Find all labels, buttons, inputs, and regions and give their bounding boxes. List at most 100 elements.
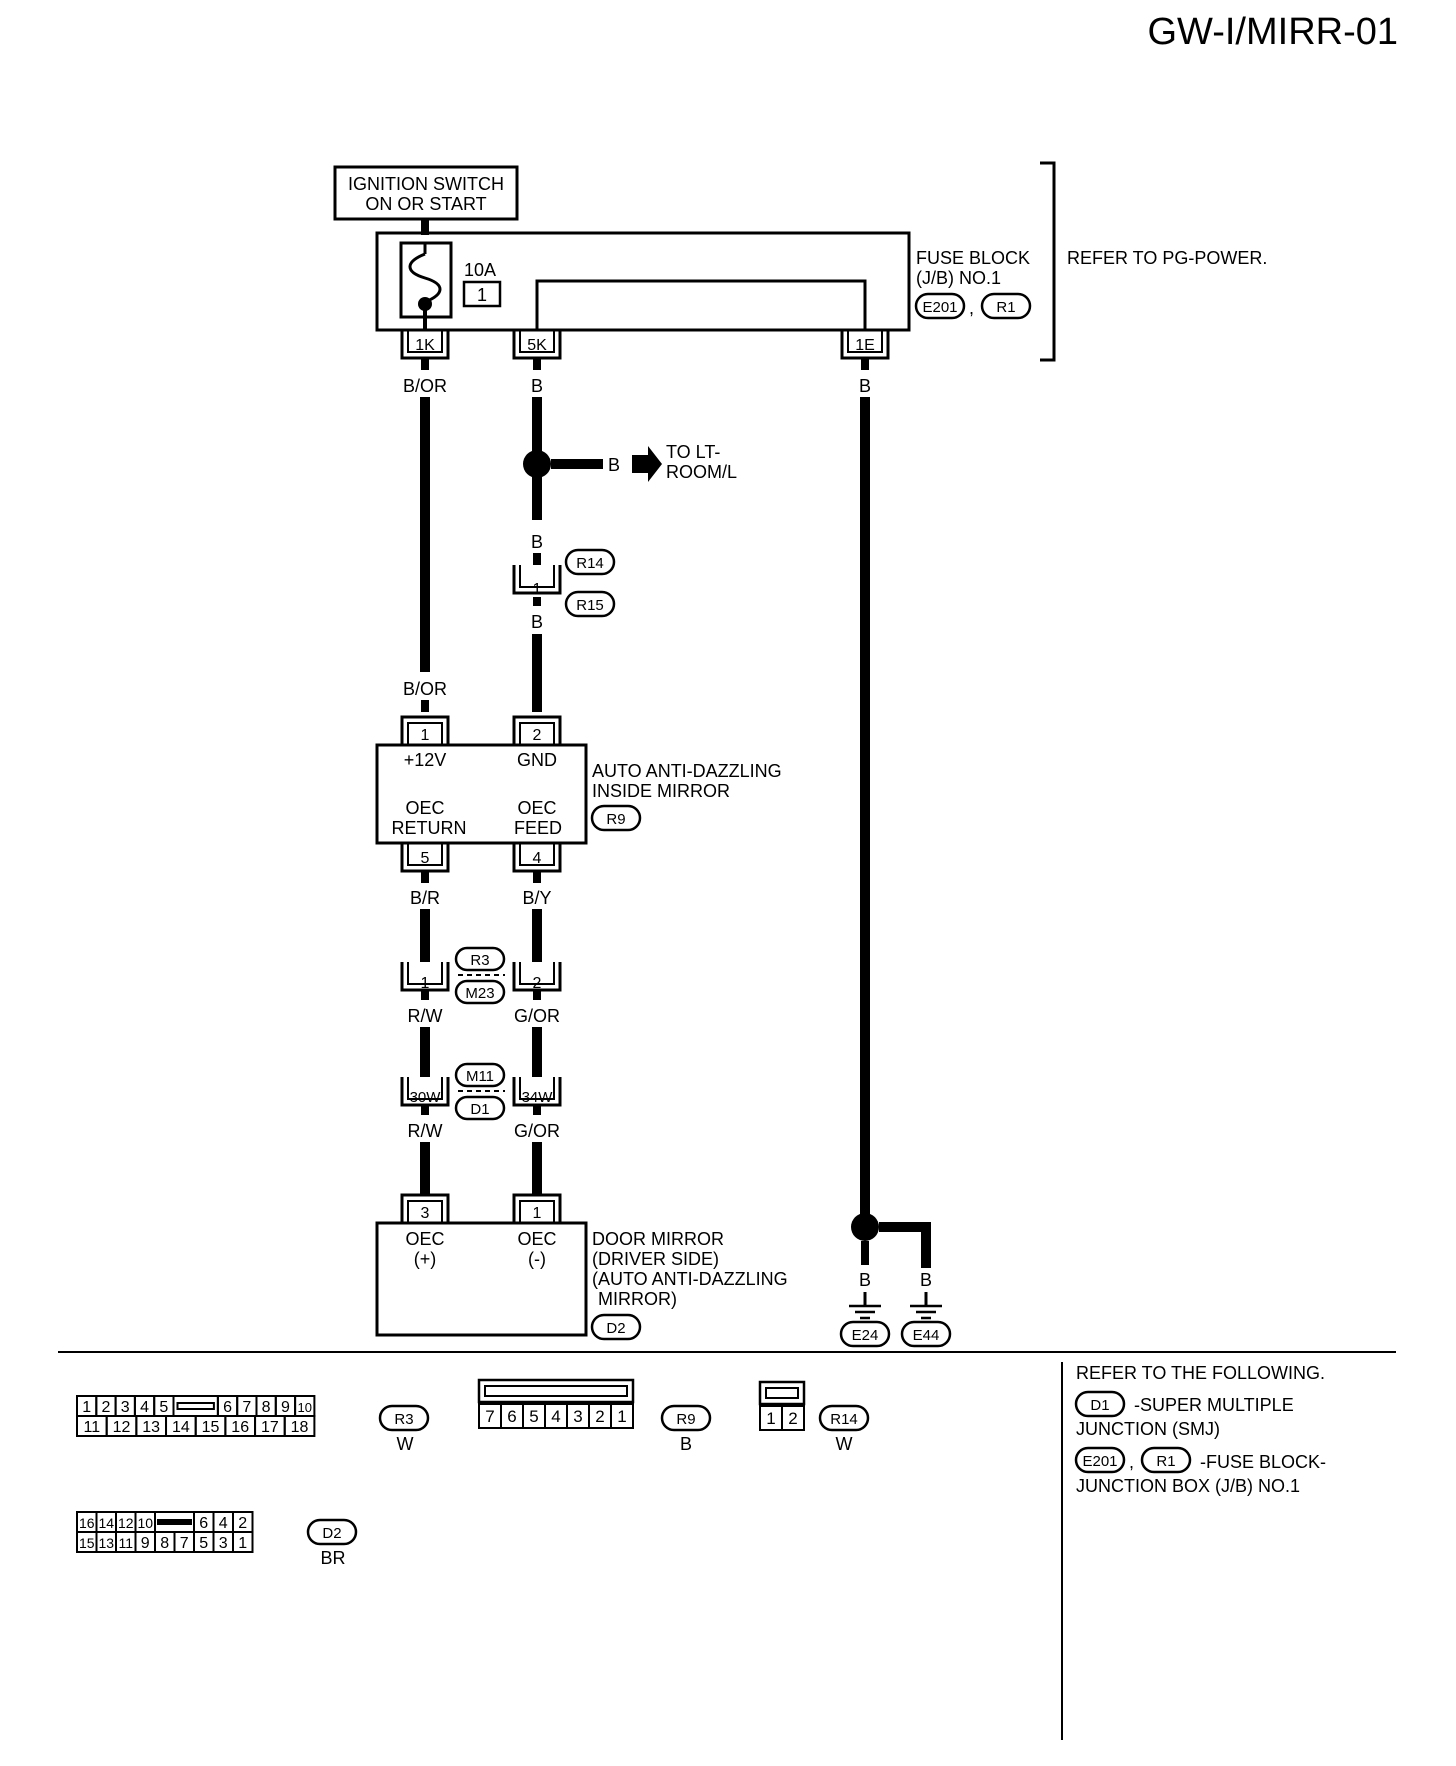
pin-1k: 1K (415, 337, 435, 354)
inside-mirror-label: AUTO ANTI-DAZZLING (592, 761, 782, 781)
svg-text:OEC: OEC (405, 1229, 444, 1249)
connector-pin: 10 (298, 1400, 312, 1415)
connector-r14-ref: R14 (576, 555, 604, 572)
inside-mirror-box (375, 743, 588, 845)
fuse-number: 1 (477, 285, 487, 305)
door-mirror-label-2: (DRIVER SIDE) (592, 1249, 719, 1269)
door-pin-3: 3 (421, 1205, 430, 1222)
connector-pin: 2 (101, 1399, 110, 1416)
connector-pin: 7 (180, 1535, 189, 1552)
connector-pin: 15 (79, 1535, 95, 1551)
connector-pin: 3 (573, 1407, 582, 1426)
door-mirror-box (375, 1221, 588, 1337)
ground-e44: E44 (913, 1327, 940, 1344)
wire-label-b-room: B (608, 455, 620, 475)
face-r9-color: B (680, 1434, 692, 1454)
connector-pin: 18 (291, 1419, 309, 1436)
wire-label-b-e24: B (859, 1270, 871, 1290)
wire-label-b-5k: B (531, 376, 543, 396)
connector-pin: 2 (238, 1515, 247, 1532)
svg-text:OEC: OEC (517, 1229, 556, 1249)
pin-5k: 5K (527, 337, 547, 354)
connector-pin: 5 (159, 1399, 168, 1416)
connector-pin: 7 (485, 1407, 494, 1426)
wire-label-br: B/R (410, 888, 440, 908)
mirror-oec-return: RETURN (392, 818, 467, 838)
face-r3-name: R3 (394, 1411, 413, 1428)
ground-e24-icon (847, 1290, 883, 1320)
page-code: GW-I/MIRR-01 (1147, 11, 1398, 53)
refer-e201: E201 (1082, 1453, 1117, 1470)
splice-5k (523, 450, 551, 478)
pin-1e: 1E (855, 337, 875, 354)
connector-pin: 4 (551, 1407, 560, 1426)
fuse-block-label: FUSE BLOCK (916, 248, 1030, 268)
door-mirror-label-4: MIRROR) (598, 1289, 677, 1309)
wire-label-by: B/Y (522, 888, 551, 908)
connector-pin: 16 (231, 1419, 249, 1436)
mirror-pin-5: 5 (421, 850, 430, 867)
fuse-block-box (375, 231, 911, 332)
r14-pin: 1 (533, 581, 542, 598)
connector-pin: 2 (595, 1407, 604, 1426)
connector-pin: 1 (617, 1407, 626, 1426)
fuse-icon (408, 252, 442, 304)
ground-e44-icon (908, 1290, 944, 1320)
face-r9-name: R9 (676, 1411, 695, 1428)
refer-d1-text: -SUPER MULTIPLE (1134, 1395, 1294, 1415)
connector-d1-ref: D1 (470, 1101, 489, 1118)
connector-pin: 6 (199, 1515, 208, 1532)
connector-m23-ref: M23 (465, 985, 494, 1002)
connector-pin: 2 (788, 1409, 797, 1428)
wire-label-b-r15: B (531, 612, 543, 632)
inside-mirror-label-2: INSIDE MIRROR (592, 781, 730, 801)
refer-r1: R1 (1156, 1453, 1175, 1470)
connector-pin: 9 (281, 1399, 290, 1416)
face-r14-name: R14 (830, 1411, 858, 1428)
face-r3-color: W (397, 1434, 414, 1454)
fuse-bus (535, 279, 867, 330)
wire-label-b-e44: B (920, 1270, 932, 1290)
connector-pin: 4 (140, 1399, 149, 1416)
connector-pin: 1 (766, 1409, 775, 1428)
joint1-pin-right: 2 (533, 975, 542, 992)
connector-pin: 13 (142, 1419, 160, 1436)
connector-pin: 11 (118, 1535, 133, 1551)
fuse-amp: 10A (464, 260, 496, 280)
connector-pin: 5 (529, 1407, 538, 1426)
face-r14-color: W (836, 1434, 853, 1454)
connector-pin: 5 (199, 1535, 208, 1552)
connector-pin: 8 (262, 1399, 271, 1416)
mirror-gnd: GND (517, 750, 557, 770)
mirror-oec-feed: FEED (514, 818, 562, 838)
mirror-plus12v: +12V (404, 750, 447, 770)
connector-pin: 6 (223, 1399, 232, 1416)
mirror-pin-1: 1 (421, 727, 430, 744)
ground-e24: E24 (852, 1327, 879, 1344)
connector-pin: 7 (242, 1399, 251, 1416)
door-mirror-label-3: (AUTO ANTI-DAZZLING (592, 1269, 788, 1289)
connector-pin: 14 (98, 1515, 114, 1531)
connector-d2-ref: D2 (606, 1320, 625, 1337)
connector-pin: 9 (141, 1535, 150, 1552)
connector-pin: 10 (137, 1515, 153, 1531)
joint1-pin-left: 1 (421, 975, 430, 992)
connector-r9-ref: R9 (606, 811, 625, 828)
refer-d1: D1 (1090, 1397, 1109, 1414)
connector-pin: 4 (219, 1515, 228, 1532)
door-mirror-label: DOOR MIRROR (592, 1229, 724, 1249)
svg-text:OEC: OEC (405, 798, 444, 818)
door-oec-minus: (-) (528, 1249, 546, 1269)
refer-d1-text-2: JUNCTION (SMJ) (1076, 1419, 1220, 1439)
wire-label-bor-bottom: B/OR (403, 679, 447, 699)
wire-label-b-r14-top: B (531, 532, 543, 552)
wire-label-gor-2: G/OR (514, 1121, 560, 1141)
wire-label-rw-1: R/W (408, 1006, 443, 1026)
refer-pg-power: REFER TO PG-POWER. (1067, 248, 1267, 268)
to-room-lamp-2: ROOM/L (666, 462, 737, 482)
